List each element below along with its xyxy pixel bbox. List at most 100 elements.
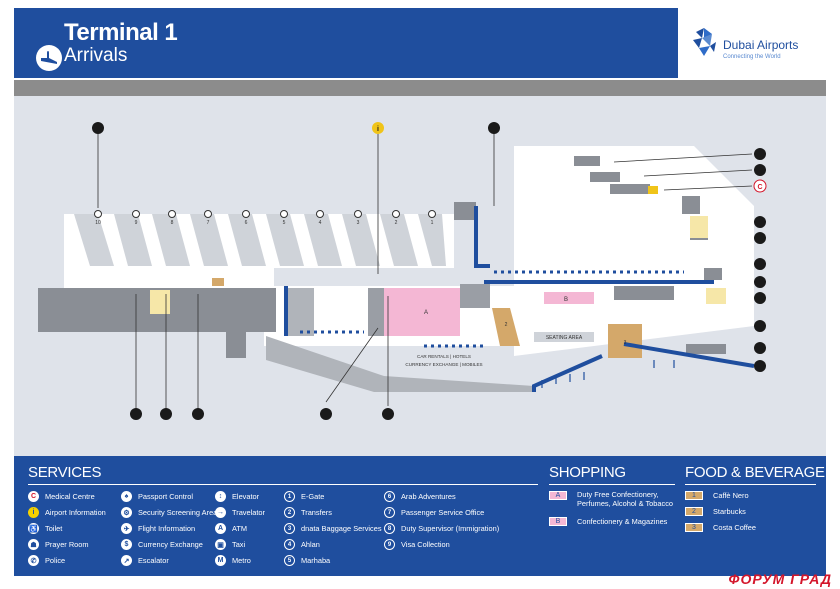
gate-label: 10 [95,220,101,226]
information-glyph: i [377,126,379,133]
escalator-icon: ↗ [121,555,132,566]
prayer-room-icon [754,232,766,244]
service-3-icon: 3 [284,523,295,534]
terminal-floor-plan: 10 9 8 7 6 5 4 3 2 1 A B 1 2 3 SEATING A… [14,96,826,456]
food-beverage-title: FOOD & BEVERAGE [685,464,825,481]
terminal-title: Terminal 1 [64,19,178,46]
flight-information-icon [92,122,104,134]
seating-area-label: SEATING AREA [546,335,583,341]
police-icon: ✆ [28,555,39,566]
arrivals-corridor [266,336,534,392]
service-item-flight-information: ✈Flight Information [121,523,195,534]
cafe-3-label: 3 [624,340,627,346]
departures-concourse-block [38,288,276,358]
confectionery-zone-b [544,292,594,304]
service-item-travelator: →Travelator [215,507,265,518]
shopping-code-a: A [549,491,567,500]
gate-markers [94,210,436,218]
dubai-airports-mark-icon [693,28,716,56]
passport-control-block [368,288,384,336]
cafe-1-marker [212,278,224,286]
service-1-icon: 1 [284,491,295,502]
zone-a-label: A [424,310,428,316]
car-rental-label: CAR RENTALS | HOTELS [417,354,471,359]
terminal-subtitle: Arrivals [64,45,128,66]
taxi-icon [754,360,766,372]
map-header: Terminal 1 Arrivals Dubai Airports Conne… [14,8,826,78]
gate-label: 7 [207,220,210,226]
seating-area [534,332,594,342]
shopping-title: SHOPPING [549,464,626,481]
cafe-marker [706,288,726,304]
passport-control-icon [320,408,332,420]
metro-icon: M [215,555,226,566]
forum-watermark: ФОРУМ ГРАД [728,571,832,587]
food-court-marker [690,216,708,238]
shopping-item-a: A Duty Free Confectionery, Perfumes, Alc… [549,490,677,509]
service-item-security: ⚙Security Screening Areas [121,507,221,518]
gate-label: 8 [171,220,174,226]
services-title: SERVICES [28,464,102,481]
service-8-icon: 8 [384,523,395,534]
cafe-3-area [608,324,642,358]
leader-lines [97,130,753,408]
brand-name: Dubai Airports [723,38,799,52]
header-divider-bar [14,80,826,96]
food-item-3: 3 Costa Coffee [685,523,756,532]
currency-exchange-icon [382,408,394,420]
medical-glyph: C [757,184,762,191]
cafe-2-label: 2 [505,322,508,328]
elevator-icon [754,148,766,160]
information-icon: i [28,507,39,518]
medical-icon: C [28,491,39,502]
travelator-icon [754,276,766,288]
toilet-icon [754,216,766,228]
service-item-elevator: ↕Elevator [215,491,259,502]
shopping-item-b: B Confectionery & Magazines [549,517,667,526]
service-item-passport-control: ♠Passport Control [121,491,193,502]
currency-exchange-icon: $ [121,539,132,550]
travelator-icon: → [215,507,226,518]
cafe-1-area [150,290,170,314]
currency-exchange-label: CURRENCY EXCHANGE | MOBILES [405,362,482,367]
shopping-divider [549,484,675,485]
prayer-room-icon: ☗ [28,539,39,550]
food-code-3: 3 [685,523,703,532]
flight-information-icon: ✈ [121,523,132,534]
service-item-taxi: ▣Taxi [215,539,245,550]
service-4-icon: 4 [284,539,295,550]
gate-label: 1 [431,220,434,226]
metro-icon [754,320,766,332]
gate-label: 2 [395,220,398,226]
medical-icon [753,179,767,193]
food-divider [685,484,816,485]
service-6-icon: 6 [384,491,395,502]
service-2-icon: 2 [284,507,295,518]
toilet-icon [160,408,172,420]
cafe-2-area [492,308,520,346]
currency-exchange-icon [754,164,766,176]
toilet-icon: ♿ [28,523,39,534]
service-item-currency-exchange: $Currency Exchange [121,539,203,550]
medical-marker [648,186,658,194]
service-item-prayer-room: ☗Prayer Room [28,539,89,550]
exit-arrows [541,360,675,388]
duty-free-zone-a [384,288,460,336]
security-screening-icon: ⚙ [121,507,132,518]
escalator-icon [754,292,766,304]
passport-control-icon [754,258,766,270]
food-item-2: 2 Starbucks [685,507,746,516]
services-divider [28,484,538,485]
gate-label: 9 [135,220,138,226]
